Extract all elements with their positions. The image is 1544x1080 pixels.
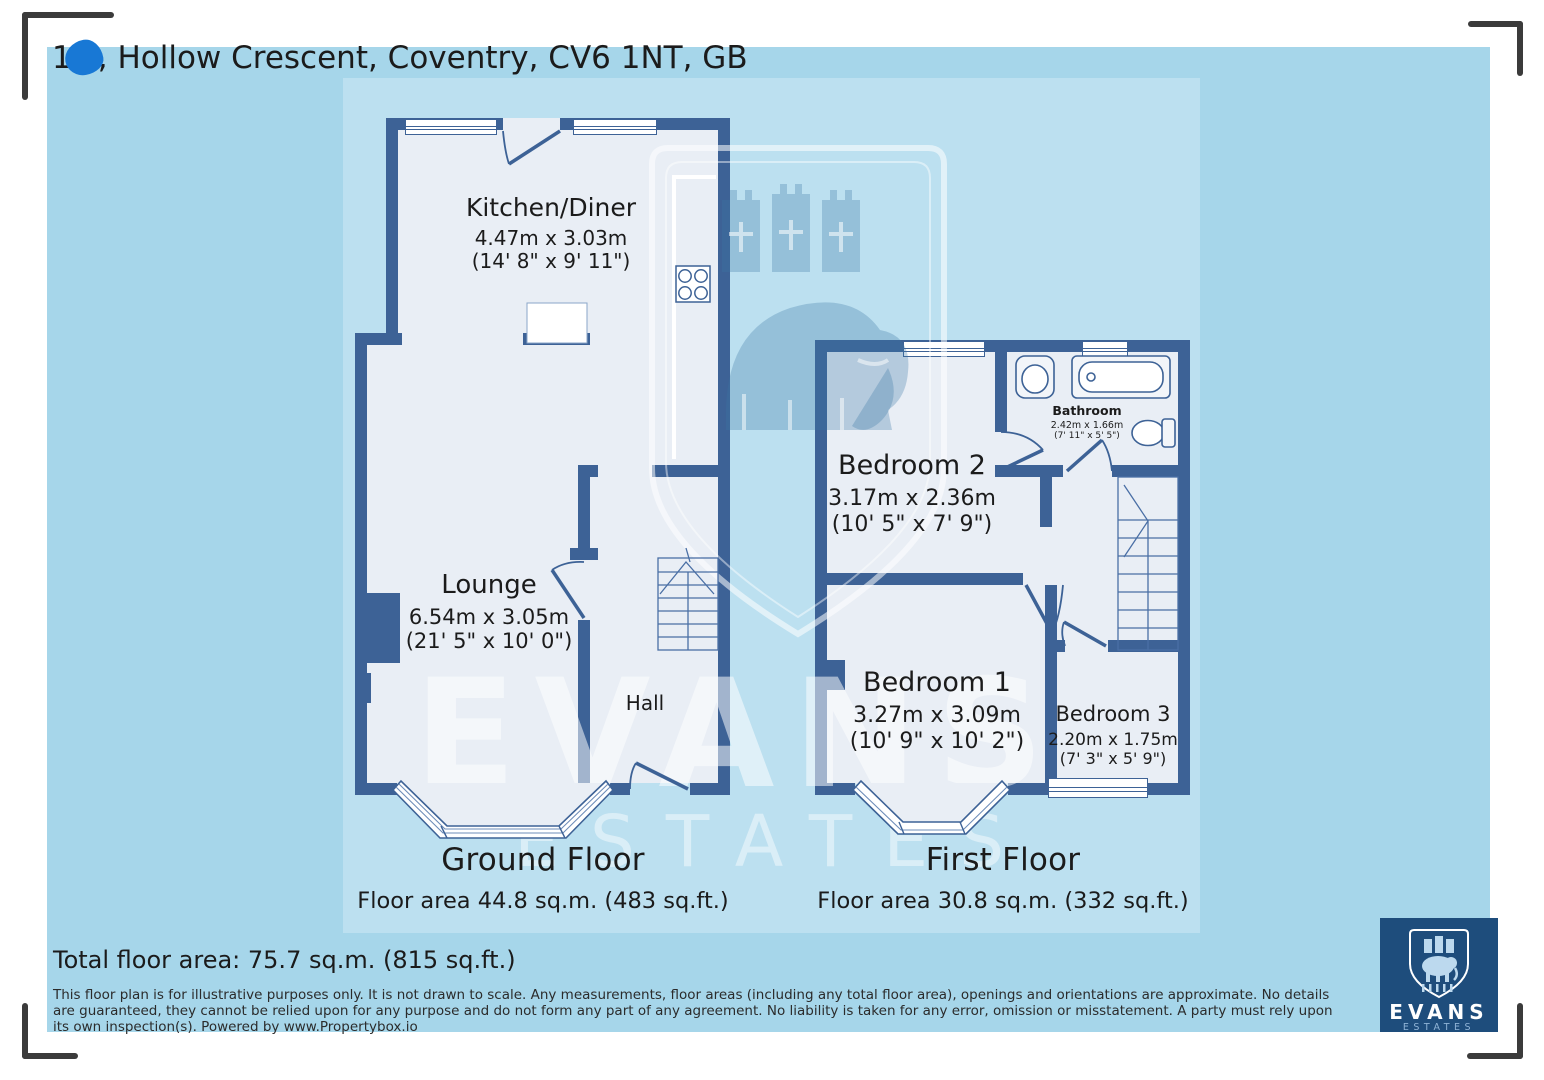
room-dims-imperial: (10' 9" x 10' 2") (849, 728, 1025, 754)
wall (1178, 340, 1190, 795)
corner-bracket-bottom-left-arm (22, 1003, 28, 1059)
room-dims-metric: 2.42m x 1.66m (1050, 419, 1124, 431)
room-name: Bedroom 3 (1055, 702, 1171, 726)
wall (1045, 585, 1057, 783)
wall (1112, 465, 1178, 477)
door-opening (503, 118, 560, 130)
staircase-ground (657, 547, 719, 651)
logo-shield-icon (1409, 929, 1469, 999)
room-name: Bedroom 2 (838, 450, 986, 481)
door-lounge (550, 561, 586, 619)
room-dims-imperial: (10' 5" x 7' 9") (831, 511, 993, 537)
logo-brand: EVANS (1389, 1000, 1489, 1024)
chimney-breast (827, 660, 845, 690)
room-name: Kitchen/Diner (465, 193, 637, 222)
floor-name: Ground Floor (441, 842, 645, 878)
wall (815, 783, 855, 795)
door-bathroom (1065, 438, 1113, 473)
hob-icon (675, 265, 711, 303)
room-dims-metric: 3.17m x 2.36m (828, 485, 996, 511)
corner-bracket-bottom-right-arm (1517, 1003, 1523, 1059)
logo-sub: ESTATES (1402, 1022, 1476, 1033)
room-dims-imperial: (21' 5" x 10' 0") (405, 629, 573, 654)
room-name: Bedroom 1 (863, 667, 1011, 698)
wall (386, 118, 398, 345)
corner-bracket-top-left (22, 12, 114, 18)
wall (1057, 640, 1065, 652)
toilet-icon (1131, 418, 1176, 448)
floor-name: First Floor (925, 842, 1081, 878)
corner-bracket-top-right-arm (1517, 21, 1523, 76)
bathtub-icon (1071, 355, 1171, 399)
wall (578, 465, 598, 477)
room-label-lounge: Lounge 6.54m x 3.05m (21' 5" x 10' 0") (369, 570, 609, 654)
room-label-bedroom1: Bedroom 1 3.27m x 3.09m (10' 9" x 10' 2"… (827, 667, 1047, 755)
room-dims-imperial: (14' 8" x 9' 11") (471, 249, 631, 274)
corner-bracket-top-left-arm (22, 12, 28, 100)
window (573, 119, 657, 135)
wall (995, 340, 1007, 432)
wall (355, 673, 371, 703)
staircase-first (1117, 476, 1179, 651)
door-front (629, 761, 689, 791)
evans-estates-logo: EVANS ESTATES (1380, 918, 1498, 1033)
total-floor-area: Total floor area: 75.7 sq.m. (815 sq.ft.… (53, 946, 516, 974)
watermark-elephant (725, 302, 909, 430)
wall (610, 783, 630, 795)
room-name: Bathroom (1052, 403, 1122, 418)
window (405, 119, 497, 135)
address-text: , Hollow Crescent, Coventry, CV6 1NT, GB (97, 40, 748, 76)
wall (578, 620, 590, 783)
room-label-hall: Hall (625, 691, 665, 715)
wall (1108, 640, 1190, 652)
door-bedroom1 (1024, 584, 1064, 634)
bay-window-ground (391, 779, 615, 839)
wall (815, 573, 1023, 585)
room-dims-imperial: (7' 11" x 5' 5") (1054, 430, 1120, 441)
room-label-bedroom2: Bedroom 2 3.17m x 2.36m (10' 5" x 7' 9") (802, 450, 1022, 538)
room-dims-metric: 2.20m x 1.75m (1048, 729, 1178, 750)
room-label-kitchen: Kitchen/Diner 4.47m x 3.03m (14' 8" x 9'… (431, 193, 671, 274)
room-name: Lounge (441, 570, 537, 600)
wall (578, 477, 590, 548)
door-bedroom2 (1000, 431, 1044, 472)
wall (1007, 465, 1063, 477)
wall (652, 465, 730, 477)
disclaimer-text: This floor plan is for illustrative purp… (53, 987, 1333, 1035)
wall (355, 783, 397, 795)
corner-bracket-top-right (1468, 21, 1523, 27)
wall (570, 548, 598, 560)
wall (815, 340, 827, 795)
window (1048, 778, 1148, 798)
ground-floor-caption: Ground Floor Floor area 44.8 sq.m. (483 … (343, 842, 743, 914)
wall (1040, 477, 1052, 527)
wall (690, 783, 730, 795)
property-address-title: 1, Hollow Crescent, Coventry, CV6 1NT, G… (52, 36, 748, 79)
floor-area: Floor area 44.8 sq.m. (483 sq.ft.) (357, 888, 729, 914)
sink-icon (1015, 355, 1055, 399)
room-dims-imperial: (7' 3" x 5' 9") (1059, 748, 1167, 768)
door-kitchen (502, 129, 561, 166)
corner-bracket-bottom-right (1467, 1053, 1523, 1059)
bay-window-first (851, 779, 1012, 835)
watermark-cross-windows (729, 220, 853, 252)
room-dims-metric: 6.54m x 3.05m (408, 604, 570, 629)
floor-area: Floor area 30.8 sq.m. (332 sq.ft.) (817, 888, 1189, 914)
lounge-hall-room (367, 345, 718, 783)
kitchen-counter (526, 175, 716, 459)
door-bedroom3 (1061, 620, 1107, 648)
wall (718, 118, 730, 795)
corner-bracket-bottom-left (22, 1053, 78, 1059)
first-floor-caption: First Floor Floor area 30.8 sq.m. (332 s… (803, 842, 1203, 914)
room-label-bathroom: Bathroom 2.42m x 1.66m (7' 11" x 5' 5") (1027, 403, 1147, 442)
wall (355, 333, 402, 345)
chimney-breast (355, 593, 400, 663)
room-dims-metric: 3.27m x 3.09m (853, 702, 1021, 728)
room-dims-metric: 4.47m x 3.03m (474, 225, 628, 250)
room-label-bedroom3: Bedroom 3 2.20m x 1.75m (7' 3" x 5' 9") (1033, 702, 1193, 769)
